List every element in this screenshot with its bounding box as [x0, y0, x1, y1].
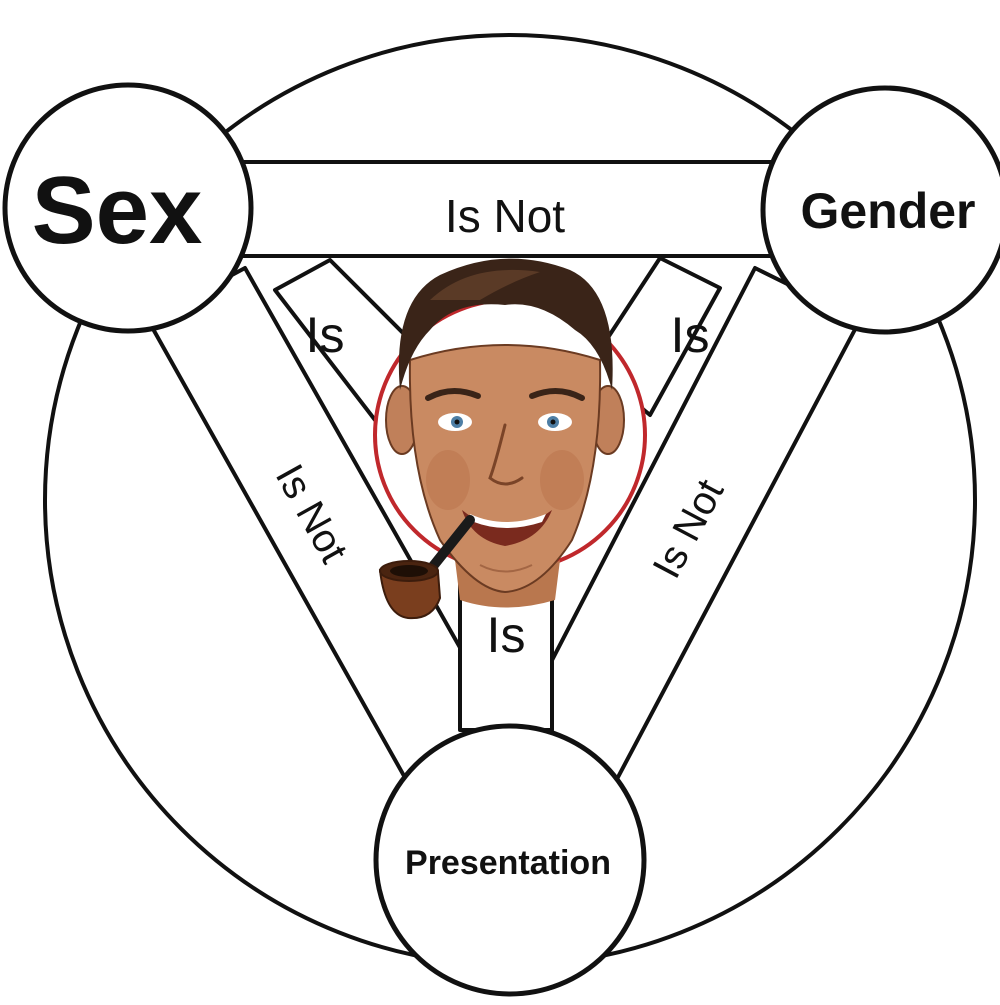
edge-sex-gender: [168, 160, 852, 258]
edge-label-gender-center: Is: [671, 307, 710, 363]
node-gender: [760, 85, 1000, 335]
edge-label-sex-gender: Is Not: [445, 190, 565, 242]
edge-label-presentation-center: Is: [487, 607, 526, 663]
edge-label-sex-center: Is: [306, 307, 345, 363]
node-label-presentation: Presentation: [405, 844, 611, 882]
node-sex: [2, 82, 254, 334]
node-presentation: [373, 723, 647, 997]
node-label-gender: Gender: [800, 183, 975, 239]
smiling-man-with-pipe-face-icon: [378, 258, 625, 620]
node-label-sex: Sex: [32, 157, 203, 264]
